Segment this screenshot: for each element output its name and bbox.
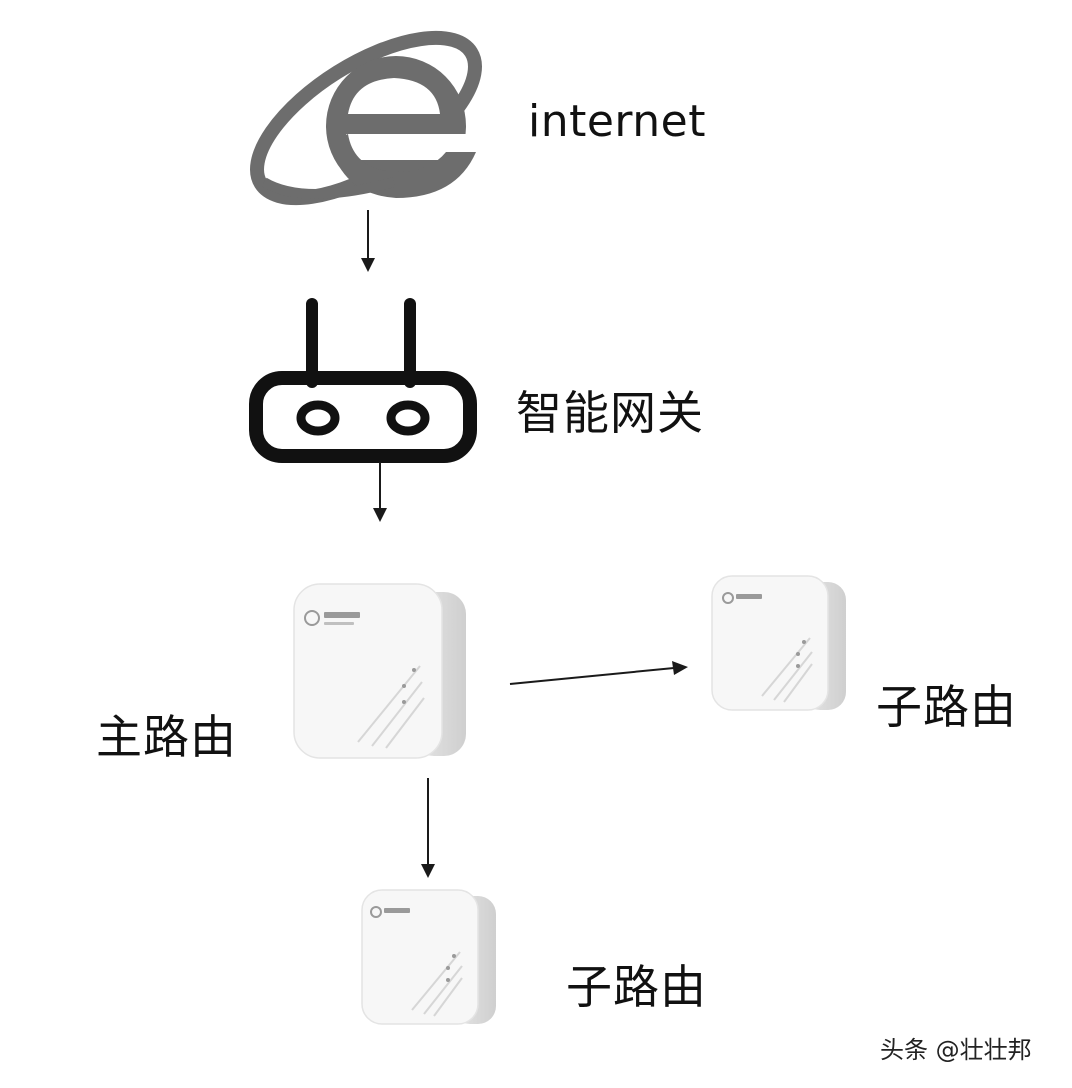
router-gateway-icon [249, 298, 477, 463]
sub-router-right-label: 子路由 [876, 680, 1017, 734]
internet-label: internet [528, 96, 706, 147]
sub-router-bottom-device [361, 889, 496, 1025]
arrow-internet-to-gateway [361, 210, 375, 272]
main-router-label: 主路由 [96, 710, 237, 764]
internet-explorer-icon [250, 30, 482, 206]
sub-router-bottom-label: 子路由 [566, 960, 707, 1014]
watermark: 头条 @壮壮邦 [880, 1036, 1032, 1064]
gateway-label: 智能网关 [516, 386, 704, 440]
arrow-main-to-sub-bottom [421, 778, 435, 878]
main-router-device [293, 583, 466, 759]
arrow-gateway-to-main-router [373, 462, 387, 522]
sub-router-right-device [711, 575, 846, 711]
arrow-main-to-sub-right [509, 661, 688, 685]
